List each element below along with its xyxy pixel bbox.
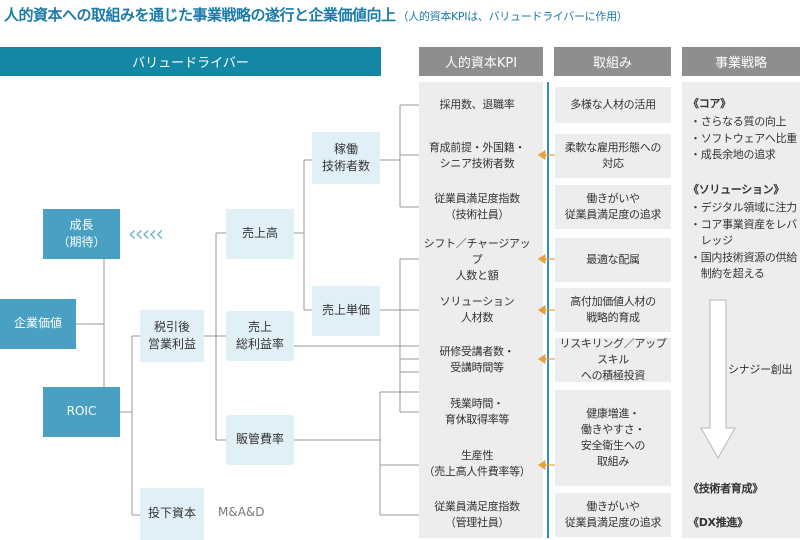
ma-label: M&A&D	[218, 505, 265, 519]
kpi-item: 研修受講者数・ 受講時間等	[419, 338, 535, 382]
initiative-item: 高付加価値人材の 戦略的育成	[555, 288, 671, 332]
gross-margin-box: 売上 総利益率	[226, 311, 294, 361]
strategy-core-title: 《コア》	[688, 97, 731, 110]
header-value-driver: バリュードライバー	[0, 47, 381, 76]
initiative-item: 柔軟な雇用形態への 対応	[555, 134, 671, 178]
kpi-item: 従業員満足度指数 （技術社員）	[419, 185, 535, 229]
title-sub: （人的資本KPIは、バリュードライバーに作用）	[397, 10, 628, 23]
initiative-item: 働きがいや 従業員満足度の追求	[555, 493, 671, 537]
growth-box: 成長 （期待）	[43, 209, 120, 259]
kpi-item: 残業時間・ 育休取得率等	[419, 390, 535, 434]
unit-price-box: 売上単価	[312, 286, 380, 336]
initiative-item: リスキリング／アップスキル への積極投資	[555, 337, 671, 382]
roic-box: ROIC	[43, 387, 120, 437]
initiative-item: 健康増進・ 働きやすさ・ 安全衛生への 取組み	[555, 390, 671, 486]
header-initiatives: 取組み	[554, 47, 671, 76]
page-title: 人的資本への取組みを通じた事業戦略の遂行と企業価値向上（人的資本KPIは、バリュ…	[4, 4, 628, 25]
synergy-label: シナジー創出	[728, 363, 793, 376]
kpi-item: 採用数、退職率	[419, 87, 535, 123]
strategy-column-bg	[682, 82, 800, 538]
kpi-item: 育成前提・外国籍・ シニア技術者数	[419, 134, 535, 178]
kpi-item: ソリューション 人材数	[419, 288, 535, 332]
kpi-item: シフト／チャージアップ 人数と額	[419, 237, 535, 282]
enterprise-value-box: 企業価値	[0, 299, 76, 349]
initiative-item: 働きがいや 従業員満足度の追求	[555, 185, 671, 229]
sga-ratio-box: 販管費率	[226, 415, 294, 465]
down-arrow-icon	[700, 299, 736, 460]
invested-capital-box: 投下資本	[140, 488, 204, 540]
engineer-development-label: 《技術者育成》	[688, 482, 763, 495]
nopat-box: 税引後 営業利益	[140, 310, 204, 362]
sales-box: 売上高	[226, 209, 294, 259]
header-strategy: 事業戦略	[682, 47, 800, 76]
initiative-item: 最適な配属	[555, 238, 671, 282]
dx-promotion-label: 《DX推進》	[688, 516, 748, 529]
title-main: 人的資本への取組みを通じた事業戦略の遂行と企業価値向上	[4, 6, 396, 24]
strategy-solution-items: ・デジタル領域に注力 ・コア事業資産をレバ レッジ ・国内技術資源の供給 制約を…	[690, 201, 797, 280]
kpi-item: 従業員満足度指数 （管理社員）	[419, 493, 535, 537]
strategy-solution-title: 《ソリューション》	[688, 183, 785, 196]
strategy-core-items: ・さらなる質の向上 ・ソフトウェアへ比重 ・成長余地の追求	[690, 115, 797, 161]
left-chevrons-icon: ‹‹‹‹‹	[128, 222, 164, 247]
utilized-engineers-box: 稼働 技術者数	[312, 132, 380, 184]
kpi-item: 生産性 （売上高人件費率等）	[419, 442, 535, 486]
header-kpi: 人的資本KPI	[419, 47, 543, 76]
initiative-item: 多様な人材の活用	[555, 87, 671, 123]
